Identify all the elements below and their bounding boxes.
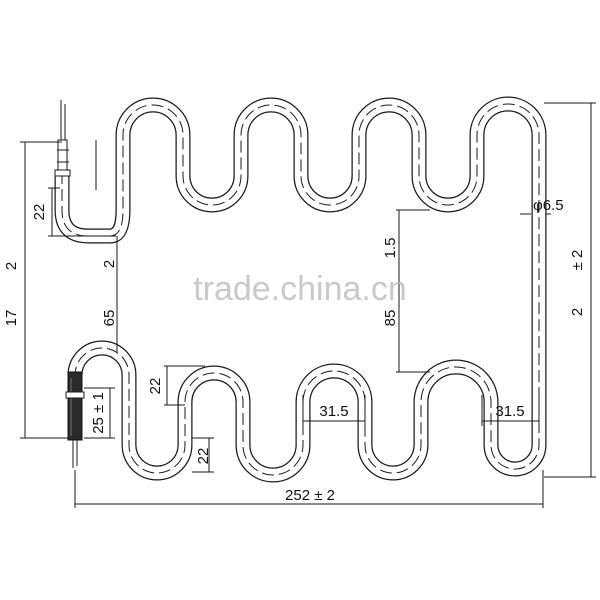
left-overall-label: 17 [3,310,20,327]
lower-depth-label-bottom: 22 [195,448,212,465]
left-overall-digit: 2 [3,262,20,270]
pitch-label-middle: 31.5 [319,403,348,420]
terminal-length-label: 25 ± 1 [90,392,107,434]
inner-gap-label: 85 [382,310,399,327]
heating-tube [54,96,547,483]
diameter-label: φ6.5 [533,197,564,214]
upper-terminal [54,100,71,177]
right-tolerance-label: ± 2 [569,250,586,271]
inner-gap-label-upper: 1.5 [382,238,399,259]
lower-depth-label-left: 22 [147,378,164,395]
dimension-lines [20,102,596,508]
watermark: trade.china.cn [193,270,407,308]
lower-terminal [65,371,85,468]
right-height-digit: 2 [569,308,586,316]
left-inner-label: 65 [101,310,118,327]
pitch-label-right: 31.5 [495,403,524,420]
overall-width-label: 252 ± 2 [285,487,335,504]
upper-depth-label: 22 [31,204,48,221]
left-inner-digit: 2 [101,260,118,268]
